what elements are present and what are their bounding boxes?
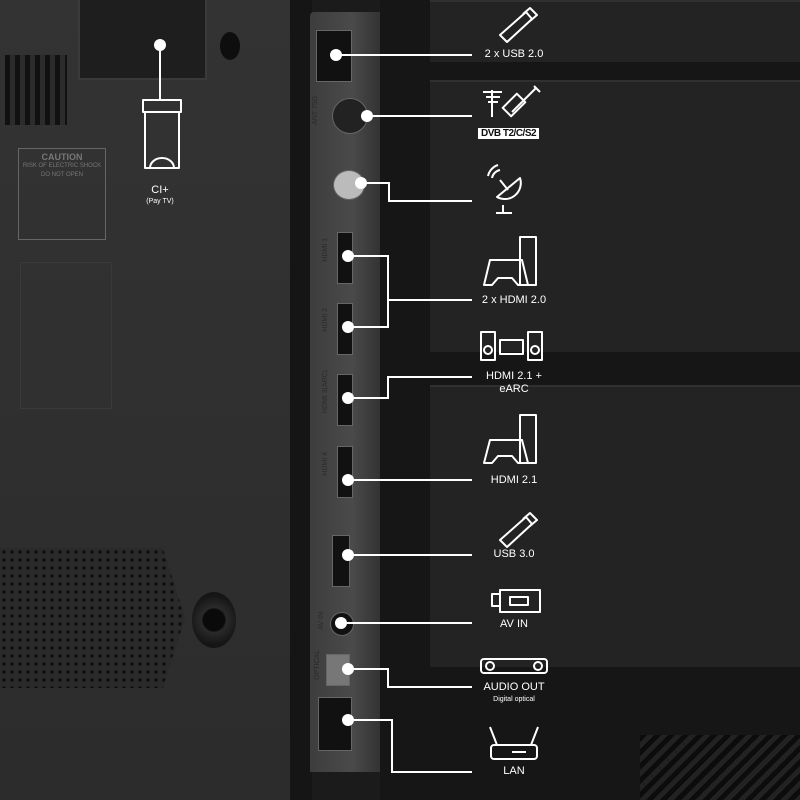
label-audio-out-title: AUDIO OUT bbox=[483, 681, 545, 693]
ci-card-icon bbox=[142, 99, 182, 169]
screw-hole bbox=[220, 32, 240, 60]
speaker-grille bbox=[0, 548, 185, 688]
label-hdmi21: HDMI 2.1 bbox=[490, 474, 538, 486]
callout-hdmi12 bbox=[348, 255, 472, 328]
caution-sticker: CAUTION RISK OF ELECTRIC SHOCK DO NOT OP… bbox=[18, 148, 106, 240]
ci-label: CI+ (Pay TV) bbox=[110, 184, 210, 205]
usb-stick-icon bbox=[499, 7, 538, 43]
label-hdmi21-earc: HDMI 2.1 + eARC bbox=[454, 370, 574, 396]
ci-sublabel: (Pay TV) bbox=[146, 198, 174, 205]
label-usb2: 2 x USB 2.0 bbox=[484, 48, 544, 60]
rear-plate bbox=[430, 0, 800, 62]
rear-vent bbox=[640, 735, 800, 800]
stand-screw bbox=[192, 592, 236, 648]
label-avin: AV IN bbox=[500, 618, 528, 630]
frame-gap bbox=[290, 0, 312, 800]
rear-plate bbox=[430, 80, 800, 352]
label-lan: LAN bbox=[503, 765, 525, 777]
label-audio-out: AUDIO OUT Digital optical bbox=[454, 681, 574, 703]
rear-plate bbox=[430, 385, 800, 667]
router-icon bbox=[489, 726, 539, 760]
vent bbox=[5, 55, 67, 125]
caution-title: CAUTION bbox=[41, 152, 83, 162]
label-usb3: USB 3.0 bbox=[493, 548, 535, 560]
label-dvb: DVB T2/C/S2 bbox=[478, 128, 540, 139]
caution-line2: DO NOT OPEN bbox=[41, 172, 83, 178]
gamepad-console-icon bbox=[483, 236, 537, 286]
callout-audio bbox=[348, 668, 472, 688]
satellite-dish-icon bbox=[487, 164, 522, 214]
soundbar-icon bbox=[480, 658, 548, 674]
ci-plus-label: CI+ bbox=[151, 184, 169, 196]
speaker-system-icon bbox=[480, 331, 543, 361]
gamepad-console-icon bbox=[483, 414, 537, 464]
usb-stick-icon bbox=[499, 512, 538, 548]
usb3-port[interactable] bbox=[332, 535, 350, 587]
camcorder-icon bbox=[491, 589, 541, 613]
callout-hdmi3 bbox=[348, 376, 472, 399]
label-earc: eARC bbox=[499, 383, 529, 395]
ci-slot-recess bbox=[78, 0, 207, 80]
label-digital-optical: Digital optical bbox=[493, 696, 535, 703]
antenna-cable-icon bbox=[483, 85, 541, 118]
callout-lan bbox=[348, 719, 472, 773]
label-hdmi21-plus: HDMI 2.1 + bbox=[486, 370, 542, 382]
label-hdmi20: 2 x HDMI 2.0 bbox=[481, 294, 547, 306]
callout-satellite bbox=[361, 182, 472, 202]
caution-line1: RISK OF ELECTRIC SHOCK bbox=[22, 163, 102, 169]
panel-outline bbox=[20, 262, 112, 409]
